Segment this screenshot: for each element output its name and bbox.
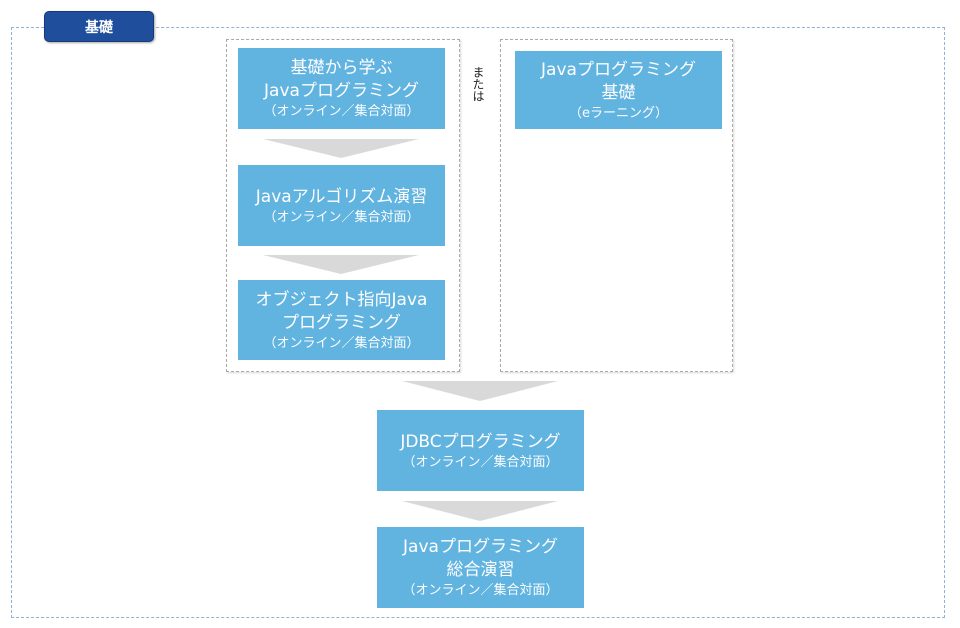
- course-format: （オンライン／集合対面）: [402, 583, 559, 598]
- course-format: （オンライン／集合対面）: [402, 454, 559, 470]
- course-title: Javaプログラミング 総合演習: [403, 537, 558, 580]
- course-format: （オンライン／集合対面）: [263, 209, 420, 225]
- flow-arrow-down: [402, 381, 558, 401]
- course-title: Javaプログラミング 基礎: [541, 59, 696, 103]
- flow-arrow-down: [263, 255, 419, 274]
- course-box-oop[interactable]: オブジェクト指向Java プログラミング （オンライン／集合対面）: [238, 280, 445, 360]
- course-title: オブジェクト指向Java プログラミング: [255, 289, 428, 333]
- flow-arrow-down: [263, 139, 419, 158]
- elearning-course-group: [500, 39, 733, 372]
- course-box-algorithm[interactable]: Javaアルゴリズム演習 （オンライン／集合対面）: [238, 165, 445, 246]
- or-label: または: [471, 66, 485, 102]
- course-box-comprehensive[interactable]: Javaプログラミング 総合演習 （オンライン／集合対面）: [377, 527, 584, 608]
- course-format: （eラーニング）: [569, 105, 668, 121]
- course-title: 基礎から学ぶ Javaプログラミング: [264, 58, 419, 101]
- section-tag-label: 基礎: [85, 19, 113, 36]
- course-format: （オンライン／集合対面）: [263, 335, 420, 351]
- course-title: Javaアルゴリズム演習: [255, 186, 428, 207]
- course-format: （オンライン／集合対面）: [263, 104, 420, 119]
- basic-section-frame: [11, 27, 945, 618]
- course-box-jdbc[interactable]: JDBCプログラミング （オンライン／集合対面）: [377, 410, 584, 491]
- course-box-basic-java[interactable]: 基礎から学ぶ Javaプログラミング （オンライン／集合対面）: [238, 48, 445, 129]
- flow-arrow-down: [402, 501, 558, 521]
- course-title: JDBCプログラミング: [400, 431, 561, 452]
- classroom-course-group: [226, 39, 460, 372]
- section-tag: 基礎: [44, 11, 154, 42]
- course-box-elearning[interactable]: Javaプログラミング 基礎 （eラーニング）: [515, 51, 722, 129]
